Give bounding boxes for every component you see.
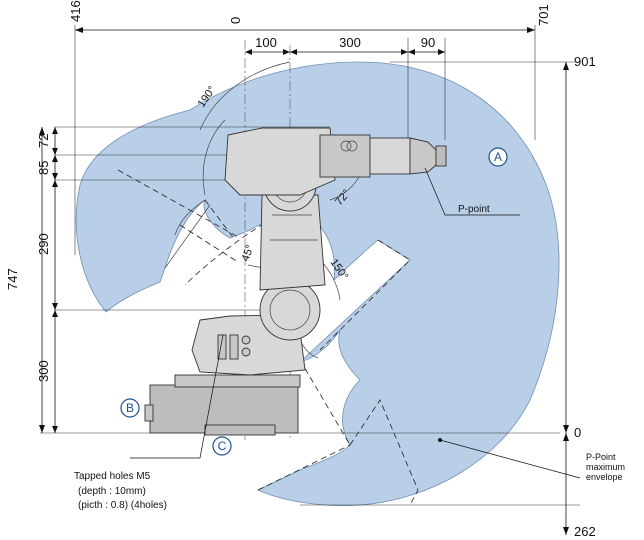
pitch-label: (picth : 0.8) (4holes) — [78, 500, 167, 511]
arc-190 — [199, 61, 291, 131]
dim-300: 300 — [339, 35, 361, 50]
dim-747: 747 — [5, 268, 20, 290]
dim-100: 100 — [255, 35, 277, 50]
dim-290: 290 — [36, 233, 51, 255]
base-connector — [144, 404, 154, 422]
robot-upper-arm — [224, 127, 336, 196]
envelope-point — [438, 438, 442, 442]
envelope-edge — [174, 199, 206, 236]
body-port — [241, 335, 251, 345]
dim-262: 262 — [574, 524, 596, 539]
callout-a: A — [494, 150, 502, 164]
body-slot — [229, 334, 239, 360]
arc-72 — [329, 174, 361, 201]
callout-c: C — [218, 439, 227, 453]
callout-a-circle — [488, 147, 508, 167]
tapped-holes-leader — [130, 334, 224, 459]
envelope-label-2: maximum — [586, 462, 625, 472]
swing-line — [319, 239, 411, 351]
dim-701: 701 — [536, 4, 551, 26]
forearm-port — [346, 140, 358, 152]
base-foot — [204, 424, 276, 436]
swing-line — [204, 199, 236, 241]
dim-0-right: 0 — [574, 425, 581, 440]
callout-c-circle — [212, 436, 232, 456]
swing-line — [349, 399, 419, 506]
dim-arrows — [563, 62, 569, 535]
p-point-leader — [424, 167, 520, 216]
tool-flange — [435, 145, 447, 167]
arc-190-inner — [202, 119, 226, 196]
wrist — [369, 137, 411, 175]
envelope-edge — [164, 204, 211, 269]
dim-90: 90 — [421, 35, 435, 50]
swing-line — [257, 444, 351, 491]
base-flange — [174, 374, 301, 388]
dim-0-top: 0 — [228, 17, 243, 24]
envelope-label-1: P-Point — [586, 452, 616, 462]
dim-300-left: 300 — [36, 360, 51, 382]
dim-arrows — [245, 49, 445, 55]
body-port — [241, 347, 251, 357]
body-slot — [217, 334, 227, 360]
dim-901: 901 — [574, 54, 596, 69]
dim-85: 85 — [36, 161, 51, 175]
callout-b-circle — [120, 398, 140, 418]
dim-416: 416 — [68, 0, 83, 22]
swing-line — [117, 169, 241, 239]
envelope-label-3: envelope — [586, 472, 623, 482]
swing-line — [299, 359, 351, 446]
depth-label: (depth : 10mm) — [78, 486, 146, 497]
angle-45: 45° — [240, 243, 257, 263]
p-point-label: P-point — [458, 204, 490, 215]
tapped-holes-label: Tapped holes M5 — [74, 471, 151, 482]
swing-line — [179, 224, 239, 263]
joint-j2-inner — [269, 289, 311, 331]
forearm-port — [340, 140, 352, 152]
reach-envelope — [75, 61, 560, 506]
envelope-leader — [439, 439, 581, 479]
dim-72: 72 — [36, 134, 51, 148]
callout-b: B — [126, 401, 134, 415]
